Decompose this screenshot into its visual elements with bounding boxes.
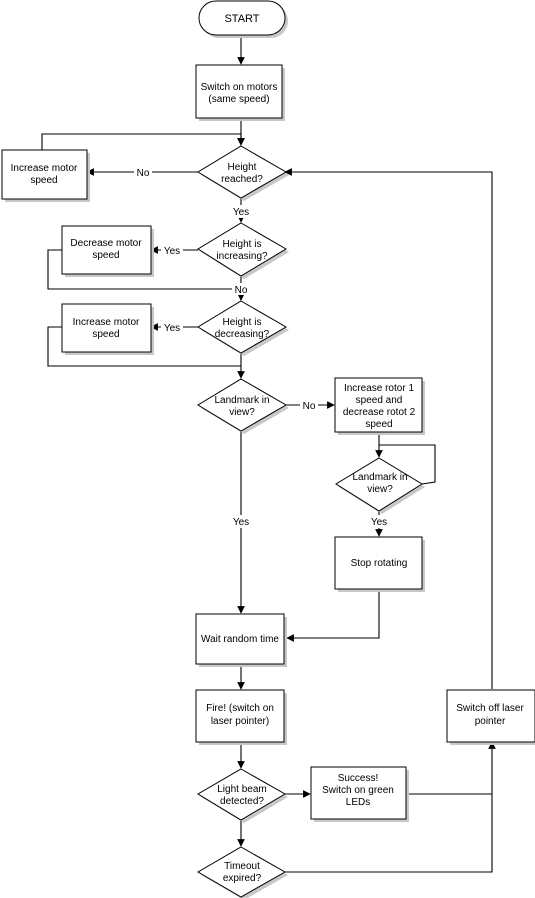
landmark-in-view-2-decision: Landmark in view? xyxy=(335,457,425,514)
landmark-in-view-1-line-2: view? xyxy=(229,407,255,418)
wait-random-time-node: Wait random time xyxy=(195,613,287,667)
switch-off-laser-line-2: pointer xyxy=(475,716,506,727)
increase-rotor-line-4: speed xyxy=(365,419,392,430)
success-node: Success! Switch on green LEDs xyxy=(310,766,409,822)
light-beam-line-2: detected? xyxy=(220,796,264,807)
edge-increase-speed-2-loop xyxy=(47,326,245,379)
decrease-motor-speed-node: Decrease motor speed xyxy=(61,225,154,277)
height-increasing-decision: Height is increasing? xyxy=(197,222,289,279)
height-increasing-line-1: Height is xyxy=(223,239,262,250)
edge-switch-off-loop xyxy=(284,168,493,689)
label-height-reached-yes: Yes xyxy=(233,207,249,218)
increase-rotor-node: Increase rotor 1 speed and decrease roto… xyxy=(334,377,425,435)
success-line-3: LEDs xyxy=(346,797,370,808)
success-line-1: Success! xyxy=(338,773,379,784)
stop-rotating-label: Stop rotating xyxy=(351,558,408,569)
start-label: START xyxy=(224,13,259,25)
landmark-in-view-2-line-1: Landmark in xyxy=(352,472,407,483)
increase-rotor-line-2: speed and xyxy=(356,395,403,406)
label-landmark-1-yes: Yes xyxy=(233,517,249,528)
success-line-2: Switch on green xyxy=(322,785,394,796)
height-decreasing-line-2: decreasing? xyxy=(215,329,270,340)
increase-motor-speed-1-line-2: speed xyxy=(30,175,57,186)
switch-off-laser-line-1: Switch off laser xyxy=(456,703,524,714)
start-node: START xyxy=(198,0,288,38)
increase-motor-speed-2-line-2: speed xyxy=(92,329,119,340)
switch-on-motors-node: Switch on motors (same speed) xyxy=(195,64,285,121)
height-reached-line-1: Height xyxy=(228,162,257,173)
label-height-increasing-no: No xyxy=(235,285,248,296)
switch-off-laser-node: Switch off laser pointer xyxy=(446,689,535,745)
landmark-in-view-1-decision: Landmark in view? xyxy=(197,378,289,434)
increase-motor-speed-2-node: Increase motor speed xyxy=(61,303,154,355)
label-height-reached-no: No xyxy=(137,168,150,179)
wait-random-time-label: Wait random time xyxy=(201,634,279,645)
increase-motor-speed-1-line-1: Increase motor xyxy=(11,163,78,174)
label-landmark-2-yes: Yes xyxy=(371,517,387,528)
switch-on-motors-line-1: Switch on motors xyxy=(201,82,278,93)
increase-rotor-line-1: Increase rotor 1 xyxy=(344,383,414,394)
increase-motor-speed-2-line-1: Increase motor xyxy=(73,317,140,328)
landmark-in-view-1-line-1: Landmark in xyxy=(214,395,269,406)
edge-success-to-switch-off xyxy=(406,741,496,795)
fire-line-1: Fire! (switch on xyxy=(206,703,274,714)
fire-node: Fire! (switch on laser pointer) xyxy=(195,689,287,745)
edge-landmark-2-loop xyxy=(379,444,436,485)
decrease-motor-speed-line-1: Decrease motor xyxy=(70,238,142,249)
label-height-increasing-yes: Yes xyxy=(164,246,180,257)
increase-rotor-line-3: decrease rotot 2 xyxy=(343,407,416,418)
timeout-line-2: expired? xyxy=(223,873,262,884)
light-beam-detected-decision: Light beam detected? xyxy=(197,768,288,823)
switch-on-motors-line-2: (same speed) xyxy=(208,94,269,105)
stop-rotating-node: Stop rotating xyxy=(334,536,425,592)
timeout-line-1: Timeout xyxy=(224,861,260,872)
landmark-in-view-2-line-2: view? xyxy=(367,484,393,495)
edge-stop-to-wait xyxy=(286,589,380,642)
edge-increase-speed-1-loop xyxy=(41,133,245,150)
fire-line-2: laser pointer) xyxy=(211,716,269,727)
height-reached-line-2: reached? xyxy=(221,174,263,185)
height-decreasing-decision: Height is decreasing? xyxy=(197,300,289,356)
increase-motor-speed-1-node: Increase motor speed xyxy=(1,149,90,202)
edge-labels: No Yes Yes No Yes No Yes Yes xyxy=(134,165,390,528)
height-decreasing-line-1: Height is xyxy=(223,317,262,328)
timeout-expired-decision: Timeout expired? xyxy=(197,846,288,898)
light-beam-line-1: Light beam xyxy=(217,784,266,795)
height-reached-decision: Height reached? xyxy=(197,145,289,201)
label-height-decreasing-yes: Yes xyxy=(164,323,180,334)
height-increasing-line-2: increasing? xyxy=(216,251,268,262)
label-landmark-1-no: No xyxy=(303,401,316,412)
decrease-motor-speed-line-2: speed xyxy=(92,250,119,261)
edge-timeout-to-switch-off xyxy=(285,794,493,873)
